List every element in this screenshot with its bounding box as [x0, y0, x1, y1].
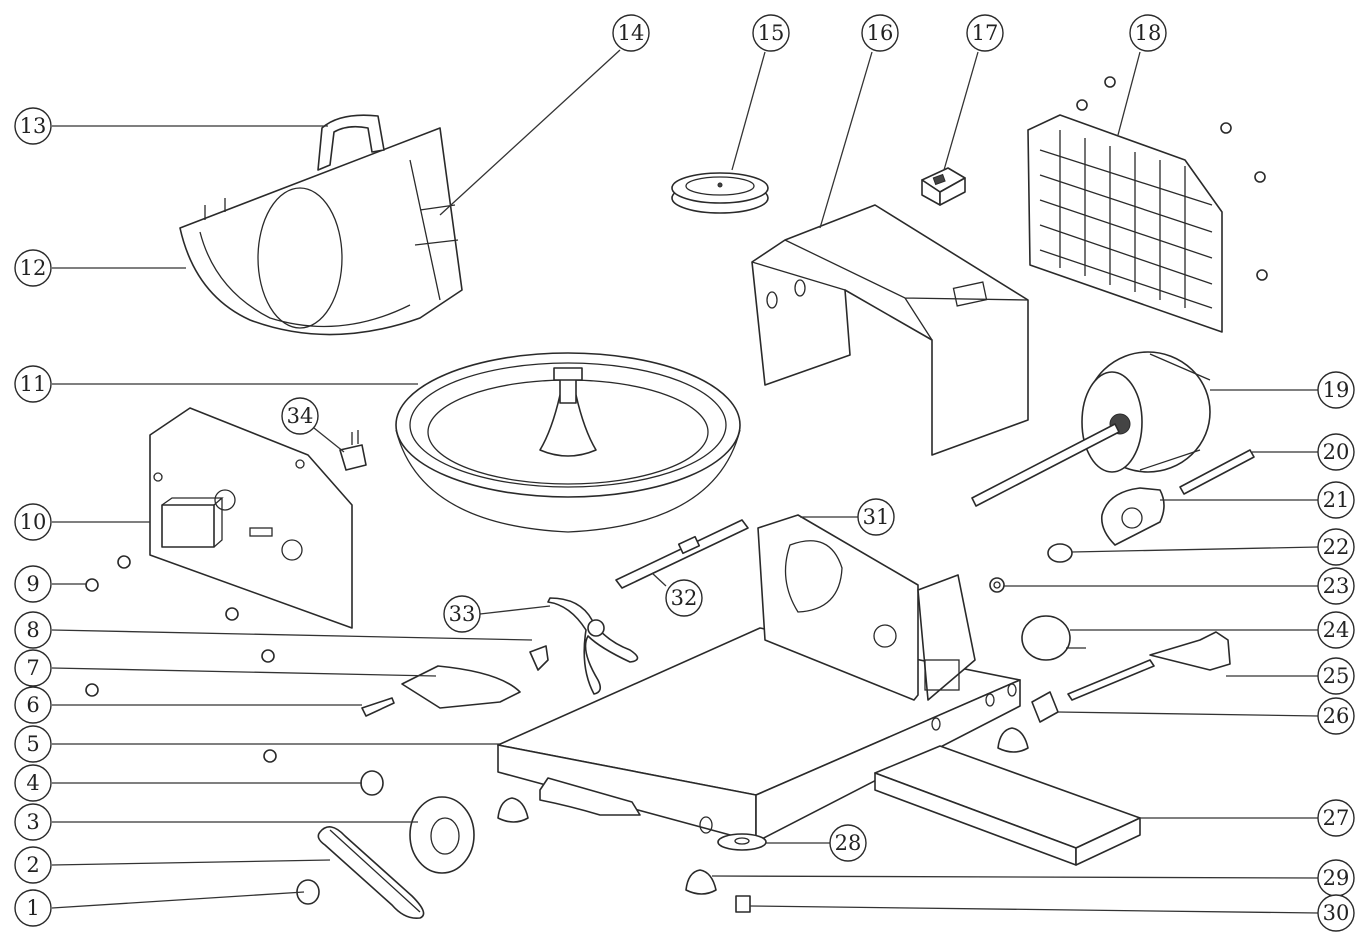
motor-bracket-part: [757, 514, 976, 701]
grid-panel-part: [1027, 76, 1268, 333]
svg-text:7: 7: [26, 656, 39, 680]
svg-text:11: 11: [20, 372, 47, 396]
svg-text:3: 3: [26, 810, 39, 834]
callout-14: 14: [612, 14, 650, 52]
svg-text:19: 19: [1323, 378, 1350, 402]
pressure-disc-part: [671, 172, 769, 214]
guard-cover-part: [179, 114, 463, 336]
callout-25: 25: [1317, 657, 1355, 695]
callout-16: 16: [861, 14, 899, 52]
svg-text:18: 18: [1135, 21, 1162, 45]
svg-text:12: 12: [20, 256, 47, 280]
callout-1: 1: [14, 889, 52, 927]
switch-part: [921, 167, 966, 206]
svg-text:5: 5: [26, 732, 39, 756]
motor-housing-part: [751, 204, 1029, 456]
svg-text:33: 33: [449, 602, 476, 626]
svg-text:16: 16: [867, 21, 894, 45]
svg-text:24: 24: [1323, 618, 1350, 642]
feet-part: [497, 727, 1029, 913]
svg-text:2: 2: [26, 853, 39, 877]
svg-text:9: 9: [26, 572, 39, 596]
svg-text:28: 28: [835, 831, 862, 855]
callout-13: 13: [14, 107, 52, 145]
callout-6: 6: [14, 686, 52, 724]
svg-text:29: 29: [1323, 866, 1350, 890]
svg-text:4: 4: [26, 771, 39, 795]
callout-31: 31: [857, 498, 895, 536]
callout-17: 17: [966, 14, 1004, 52]
callout-19: 19: [1317, 371, 1355, 409]
svg-text:17: 17: [972, 21, 999, 45]
nuts-part: [85, 555, 277, 763]
callout-2: 2: [14, 846, 52, 884]
callout-22: 22: [1317, 528, 1355, 566]
callout-7: 7: [14, 649, 52, 687]
svg-text:27: 27: [1323, 806, 1350, 830]
callout-8: 8: [14, 611, 52, 649]
leader-lines: [51, 49, 1319, 914]
callout-10: 10: [14, 503, 52, 541]
svg-text:13: 13: [20, 114, 47, 138]
callout-12: 12: [14, 249, 52, 287]
callout-5: 5: [14, 725, 52, 763]
svg-text:22: 22: [1323, 535, 1350, 559]
callout-20: 20: [1317, 433, 1355, 471]
callout-28: 28: [829, 824, 867, 862]
callout-26: 26: [1317, 697, 1355, 735]
callout-15: 15: [752, 14, 790, 52]
svg-text:32: 32: [671, 586, 698, 610]
callout-32: 32: [665, 579, 703, 617]
svg-text:25: 25: [1323, 664, 1350, 688]
callout-21: 21: [1317, 481, 1355, 519]
callout-29: 29: [1317, 859, 1355, 897]
shaft-part: [615, 519, 749, 589]
svg-text:21: 21: [1323, 488, 1350, 512]
svg-text:20: 20: [1323, 440, 1350, 464]
callout-18: 18: [1129, 14, 1167, 52]
motor-part: [971, 351, 1255, 507]
svg-text:10: 10: [20, 510, 47, 534]
svg-text:14: 14: [618, 21, 645, 45]
callout-24: 24: [1317, 611, 1355, 649]
bowl-part: [395, 352, 741, 533]
callout-3: 3: [14, 803, 52, 841]
motor-accessories-part: [989, 487, 1165, 661]
svg-text:15: 15: [758, 21, 785, 45]
callout-34: 34: [281, 397, 319, 435]
callouts: 1 2 3 4 5 6 7 8 9 10 11 12 13 14 15 16 1…: [14, 14, 1355, 932]
callout-9: 9: [14, 565, 52, 603]
svg-text:23: 23: [1323, 574, 1350, 598]
element-part: [1031, 631, 1231, 723]
callout-30: 30: [1317, 894, 1355, 932]
callout-23: 23: [1317, 567, 1355, 605]
svg-text:34: 34: [287, 404, 314, 428]
control-panel-part: [149, 407, 353, 629]
blade-assembly-part: [361, 597, 639, 717]
callout-33: 33: [443, 595, 481, 633]
callout-11: 11: [14, 365, 52, 403]
connector-part: [339, 430, 367, 471]
support-bar-part: [874, 745, 1141, 866]
belt-drive-part: [296, 770, 475, 920]
svg-text:31: 31: [863, 505, 890, 529]
svg-text:6: 6: [26, 693, 39, 717]
svg-text:26: 26: [1323, 704, 1350, 728]
svg-text:1: 1: [26, 896, 39, 920]
svg-text:8: 8: [26, 618, 39, 642]
callout-4: 4: [14, 764, 52, 802]
svg-text:30: 30: [1323, 901, 1350, 925]
callout-27: 27: [1317, 799, 1355, 837]
